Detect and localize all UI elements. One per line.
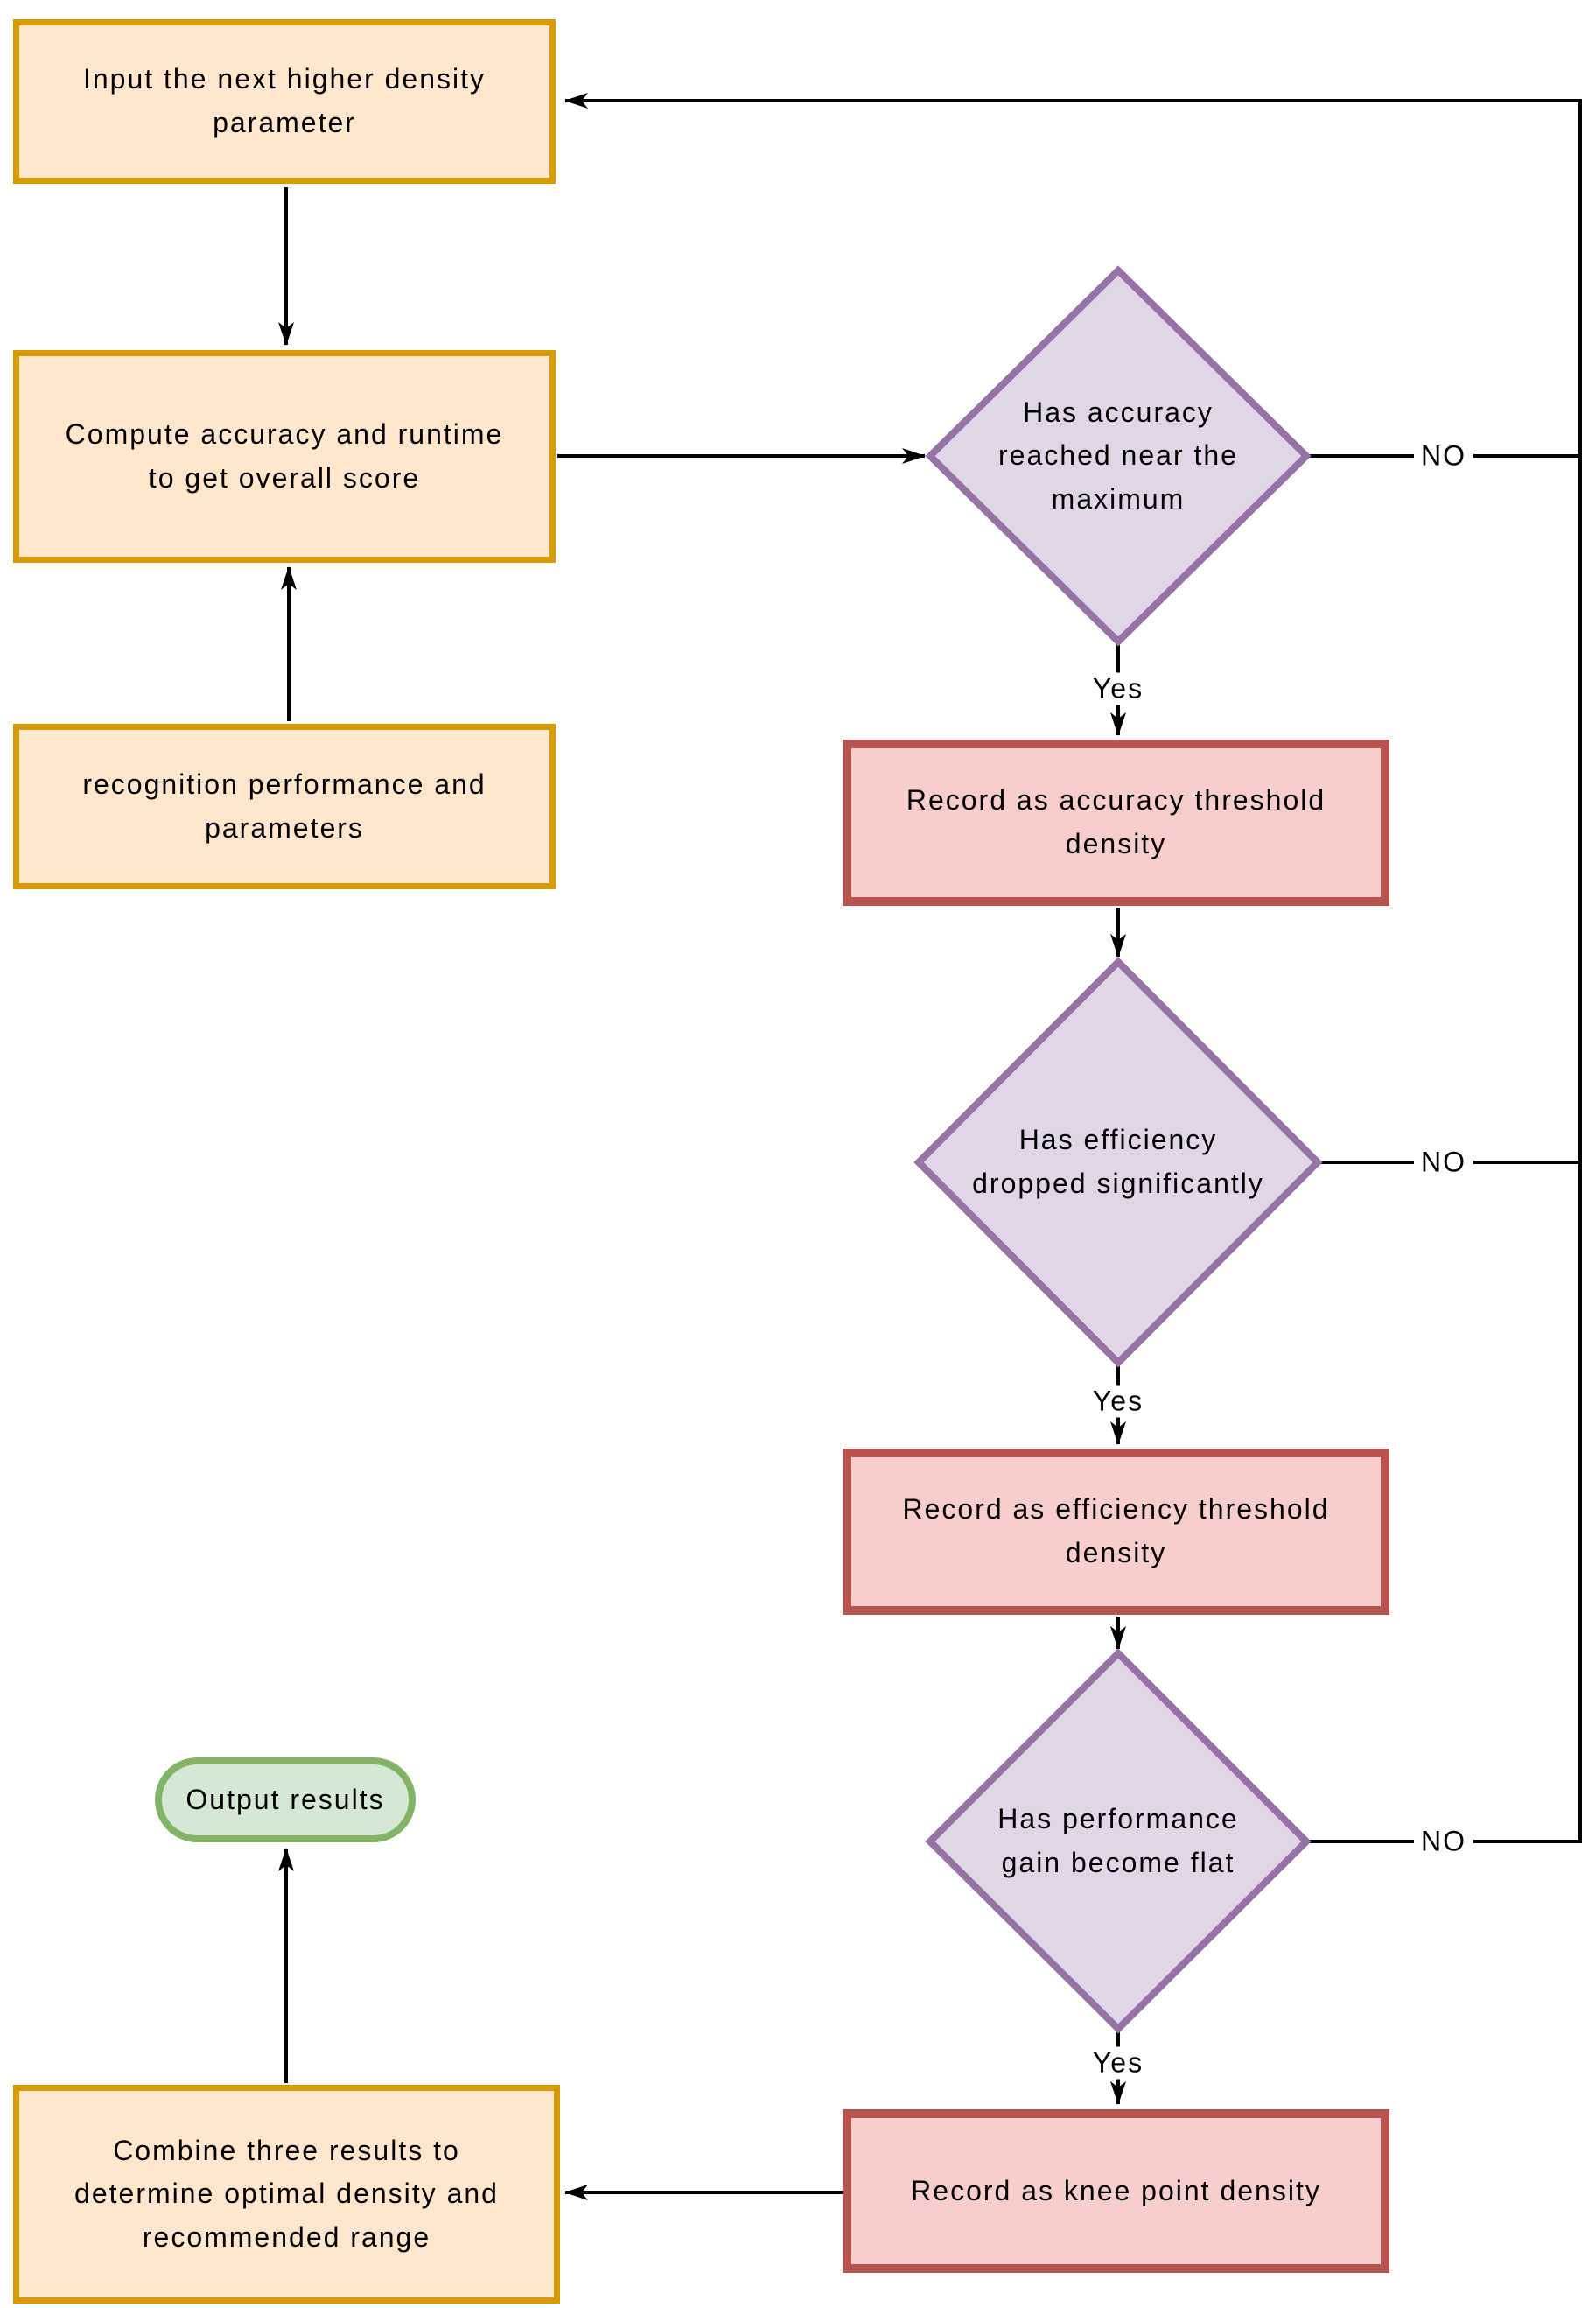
node-compute-score: Compute accuracy and runtime to get over… xyxy=(13,350,556,563)
edge-label-efficiency-no: NO xyxy=(1414,1146,1474,1179)
decision-efficiency-diamond xyxy=(914,957,1323,1368)
node-output-results: Output results xyxy=(155,1757,416,1842)
node-recognition-params: recognition performance and parameters xyxy=(13,724,556,889)
edge-label-performance-no: NO xyxy=(1414,1825,1474,1858)
decision-performance-diamond xyxy=(925,1648,1312,2034)
node-record-efficiency: Record as efficiency threshold density xyxy=(843,1449,1390,1615)
decision-performance-label: Has performance gain become flat xyxy=(998,1803,1239,1878)
decision-efficiency-label: Has efficiency dropped significantly xyxy=(972,1124,1264,1199)
node-record-knee: Record as knee point density xyxy=(843,2109,1390,2273)
node-record-accuracy: Record as accuracy threshold density xyxy=(843,740,1390,906)
node-combine-results: Combine three results to determine optim… xyxy=(13,2085,560,2304)
edge-label-performance-yes: Yes xyxy=(1085,2046,1152,2080)
edge-label-efficiency-yes: Yes xyxy=(1085,1385,1152,1418)
decision-accuracy-label: Has accuracy reached near the maximum xyxy=(998,396,1238,515)
node-input-density: Input the next higher density parameter xyxy=(13,19,556,184)
edge-label-accuracy-yes: Yes xyxy=(1085,672,1152,705)
edge-label-accuracy-no: NO xyxy=(1414,439,1474,473)
decision-accuracy-diamond xyxy=(925,265,1312,647)
